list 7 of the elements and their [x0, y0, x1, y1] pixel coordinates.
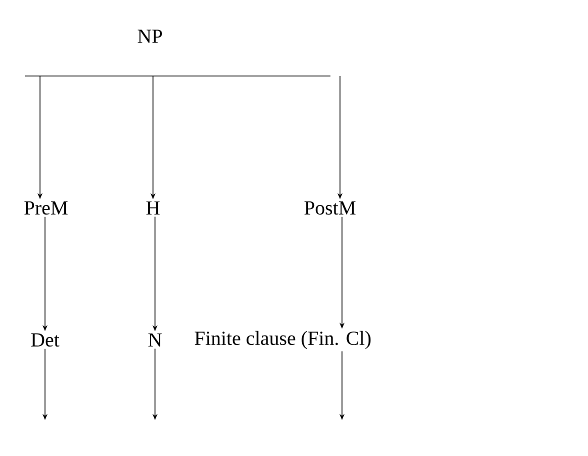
- underlined-label: NP: [24, 30, 331, 76]
- node-label: Finite clause (Fin. Cl): [194, 330, 371, 350]
- node-label: Det: [31, 333, 60, 347]
- node-label: PostM: [304, 201, 356, 215]
- node-label: PreM: [24, 201, 68, 215]
- node-label: N: [148, 333, 162, 347]
- node-label: H: [146, 201, 160, 215]
